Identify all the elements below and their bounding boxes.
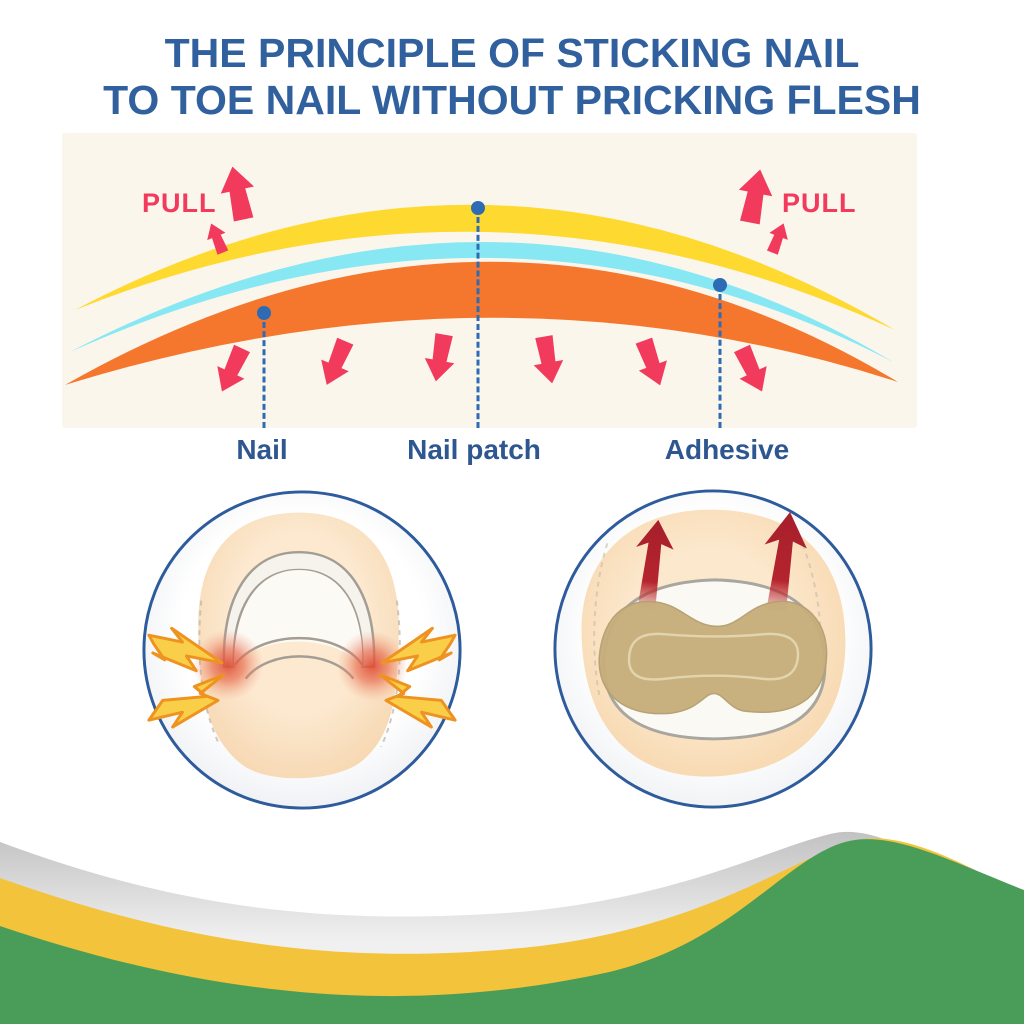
nail-patch xyxy=(598,600,828,715)
skin-crease-left xyxy=(593,543,609,696)
skin-crease-right xyxy=(798,535,822,676)
pain-flash-right xyxy=(378,626,457,729)
page-title-line1: THE PRINCIPLE OF STICKING NAIL xyxy=(164,30,860,76)
down-arrow-icon xyxy=(529,334,567,386)
adhesive-pointer-line xyxy=(718,294,722,428)
skin-crease-left xyxy=(198,600,221,747)
down-arrow-icon xyxy=(421,332,459,384)
lightning-bolt-icon xyxy=(147,673,226,729)
down-arrow-icon xyxy=(629,335,675,391)
bottom-wave-decoration xyxy=(0,831,1024,1024)
nail-patch-band xyxy=(75,204,895,330)
up-arrow-small-icon xyxy=(763,219,793,257)
lightning-bolt-icon xyxy=(147,626,224,673)
lightning-bolt-icon xyxy=(380,626,457,673)
adhesive-pointer-dot xyxy=(713,278,727,292)
up-arrow-icon xyxy=(733,166,777,226)
layers-diagram xyxy=(65,163,898,398)
lift-up-arrow-icon xyxy=(764,512,807,612)
down-arrow-icon xyxy=(208,342,256,398)
nail-patch-label: Nail patch xyxy=(407,434,541,465)
nail-pointer-line xyxy=(262,322,266,428)
nail-patch-pointer-line xyxy=(476,217,480,428)
lift-arrows xyxy=(636,512,807,612)
lightning-bolt-icon xyxy=(378,673,457,729)
adhesive-band xyxy=(70,241,893,362)
patch-applied-illustration xyxy=(550,486,876,812)
ingrown-nail-illustration xyxy=(139,487,465,813)
pull-label-right: PULL xyxy=(782,188,857,218)
down-arrow-icon xyxy=(312,335,360,391)
nail-pointer-dot xyxy=(257,306,271,320)
nail-patch-pointer-dot xyxy=(471,201,485,215)
press-down-arrows xyxy=(208,332,776,398)
page-title: THE PRINCIPLE OF STICKING NAIL TO TOE NA… xyxy=(0,30,1024,124)
pain-flash-left xyxy=(147,626,226,729)
pain-glow-right xyxy=(336,630,408,702)
adhesive-label: Adhesive xyxy=(664,434,790,465)
down-arrow-icon xyxy=(728,342,776,398)
lift-up-arrow-icon xyxy=(636,519,674,610)
nail-band xyxy=(65,261,898,385)
nail-label: Nail xyxy=(236,434,288,465)
up-arrow-icon xyxy=(215,163,261,223)
wave-green xyxy=(0,839,1024,1024)
pull-label-left: PULL xyxy=(142,188,217,218)
page-title-line2: TO TOE NAIL WITHOUT PRICKING FLESH xyxy=(103,77,921,123)
patch-inner-outline xyxy=(627,632,800,681)
